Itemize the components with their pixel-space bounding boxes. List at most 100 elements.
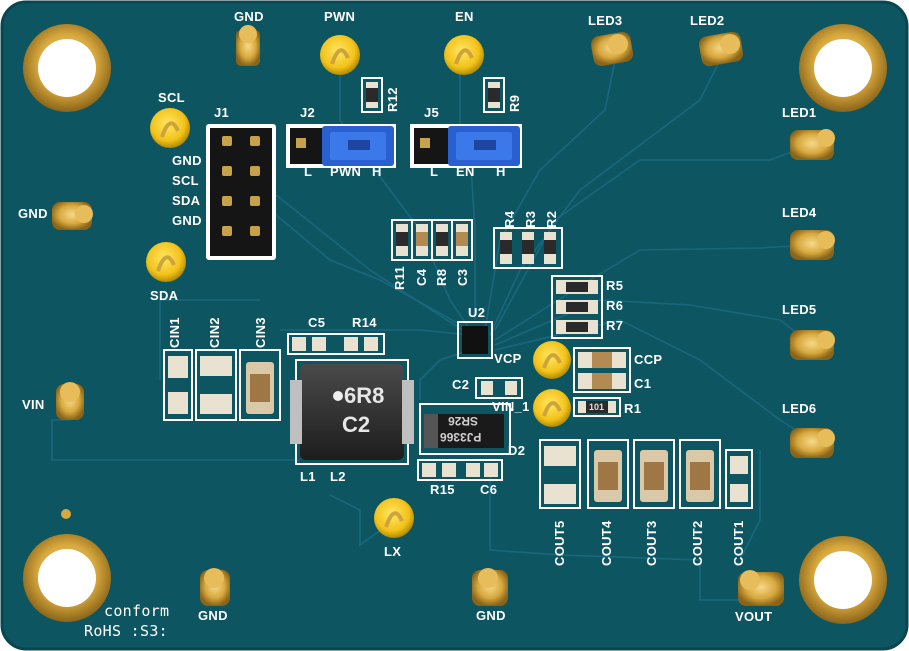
r5-r6-r7-group [551,275,603,339]
r1-resistor [573,397,621,417]
terminal-gnd-bottom-left [200,568,230,606]
label-cin3: CIN3 [253,317,268,348]
label-d2: D2 [508,443,526,458]
label-vcp: VCP [494,351,522,366]
label-conform: conform [104,602,170,620]
label-scl: SCL [158,90,185,105]
terminal-led5 [790,330,835,360]
c5-r14-group [287,333,385,355]
label-ccp: CCP [634,352,663,367]
label-j2-h: H [372,164,382,179]
inductor-l1 [290,359,414,465]
label-gnd-bottom-left: GND [198,608,228,623]
label-gnd-bottom-mid: GND [476,608,506,623]
label-cout3: COUT3 [644,520,659,566]
label-vin: VIN [22,397,45,412]
label-r2: R2 [544,210,559,228]
terminal-vin [56,382,84,420]
label-j1-sda: SDA [172,193,201,208]
ccp-c1-group [573,347,631,393]
copper-traces [51,59,813,601]
label-cin1: CIN1 [167,317,182,348]
label-j1-scl: SCL [172,173,199,188]
test-loop-vcp [533,341,571,379]
label-r3: R3 [523,210,538,228]
label-r15: R15 [430,482,455,497]
label-vin-1: VIN_1 [492,399,530,414]
c2-capacitor [475,377,523,399]
r12-resistor [361,77,383,113]
label-l1: L1 [300,469,316,484]
test-loop-scl [150,108,190,148]
terminal-gnd-bottom-mid [472,568,508,606]
label-led1: LED1 [782,105,817,120]
label-gnd-top: GND [234,9,264,24]
label-led4: LED4 [782,205,817,220]
label-r12: R12 [385,87,400,112]
label-r8: R8 [434,268,449,286]
r4-r3-r2-group [493,227,563,269]
test-loop-sda [146,242,186,282]
label-cout1: COUT1 [731,520,746,566]
d2-diode [419,403,511,455]
mounting-hole-bl [23,534,111,622]
label-led6: LED6 [782,401,817,416]
fiducial [61,509,71,519]
label-cout2: COUT2 [690,520,705,566]
label-cin2: CIN2 [207,317,222,348]
mounting-hole-tr [799,24,887,112]
label-r7: R7 [606,318,624,333]
label-c3: C3 [455,268,470,286]
cin-capacitors [163,349,281,421]
label-rohs: RoHS :S3: [84,622,168,640]
label-u2: U2 [468,305,486,320]
test-loop-pwn [320,35,360,75]
j5-jumper [410,124,522,168]
test-loops [146,35,571,538]
label-cout5: COUT5 [552,520,567,566]
label-j5-l: L [430,164,439,179]
label-c2: C2 [452,377,470,392]
label-j1-gnd1: GND [172,153,202,168]
label-j2-l: L [304,164,313,179]
r9-resistor [483,77,505,113]
label-r9: R9 [507,94,522,112]
label-r6: R6 [606,298,624,313]
label-c5: C5 [308,315,326,330]
label-c4: C4 [414,268,429,286]
label-led5: LED5 [782,302,817,317]
terminal-led3 [590,32,634,66]
label-j5: J5 [424,105,440,120]
label-r5: R5 [606,278,624,293]
mounting-hole-br [799,536,887,624]
label-en: EN [455,9,474,24]
test-loop-lx [374,498,414,538]
label-j5-h: H [496,164,506,179]
label-vout: VOUT [735,609,773,624]
j2-jumper [286,124,396,168]
terminal-vout [738,570,784,606]
j1-header [206,124,276,260]
terminal-led6 [790,428,835,458]
label-led3: LED3 [588,13,623,28]
r1-chip-marking: 101 [589,402,605,412]
diode-marking-line2: PJ3366 [440,430,482,444]
label-j2-pwn: PWN [330,164,362,179]
terminal-gnd-top [236,25,260,66]
r11-c4-r8-c3-group [391,219,473,261]
label-sda: SDA [150,288,179,303]
u2-chip [457,321,493,359]
label-r1: R1 [624,401,642,416]
label-gnd-left: GND [18,206,48,221]
label-led2: LED2 [690,13,725,28]
label-cout4: COUT4 [599,520,614,566]
label-c1: C1 [634,376,652,391]
label-r14: R14 [352,315,377,330]
label-j1-gnd2: GND [172,213,202,228]
label-lx: LX [384,544,402,559]
mounting-hole-tl [23,24,111,112]
test-loop-en [444,35,484,75]
label-j1: J1 [214,105,230,120]
